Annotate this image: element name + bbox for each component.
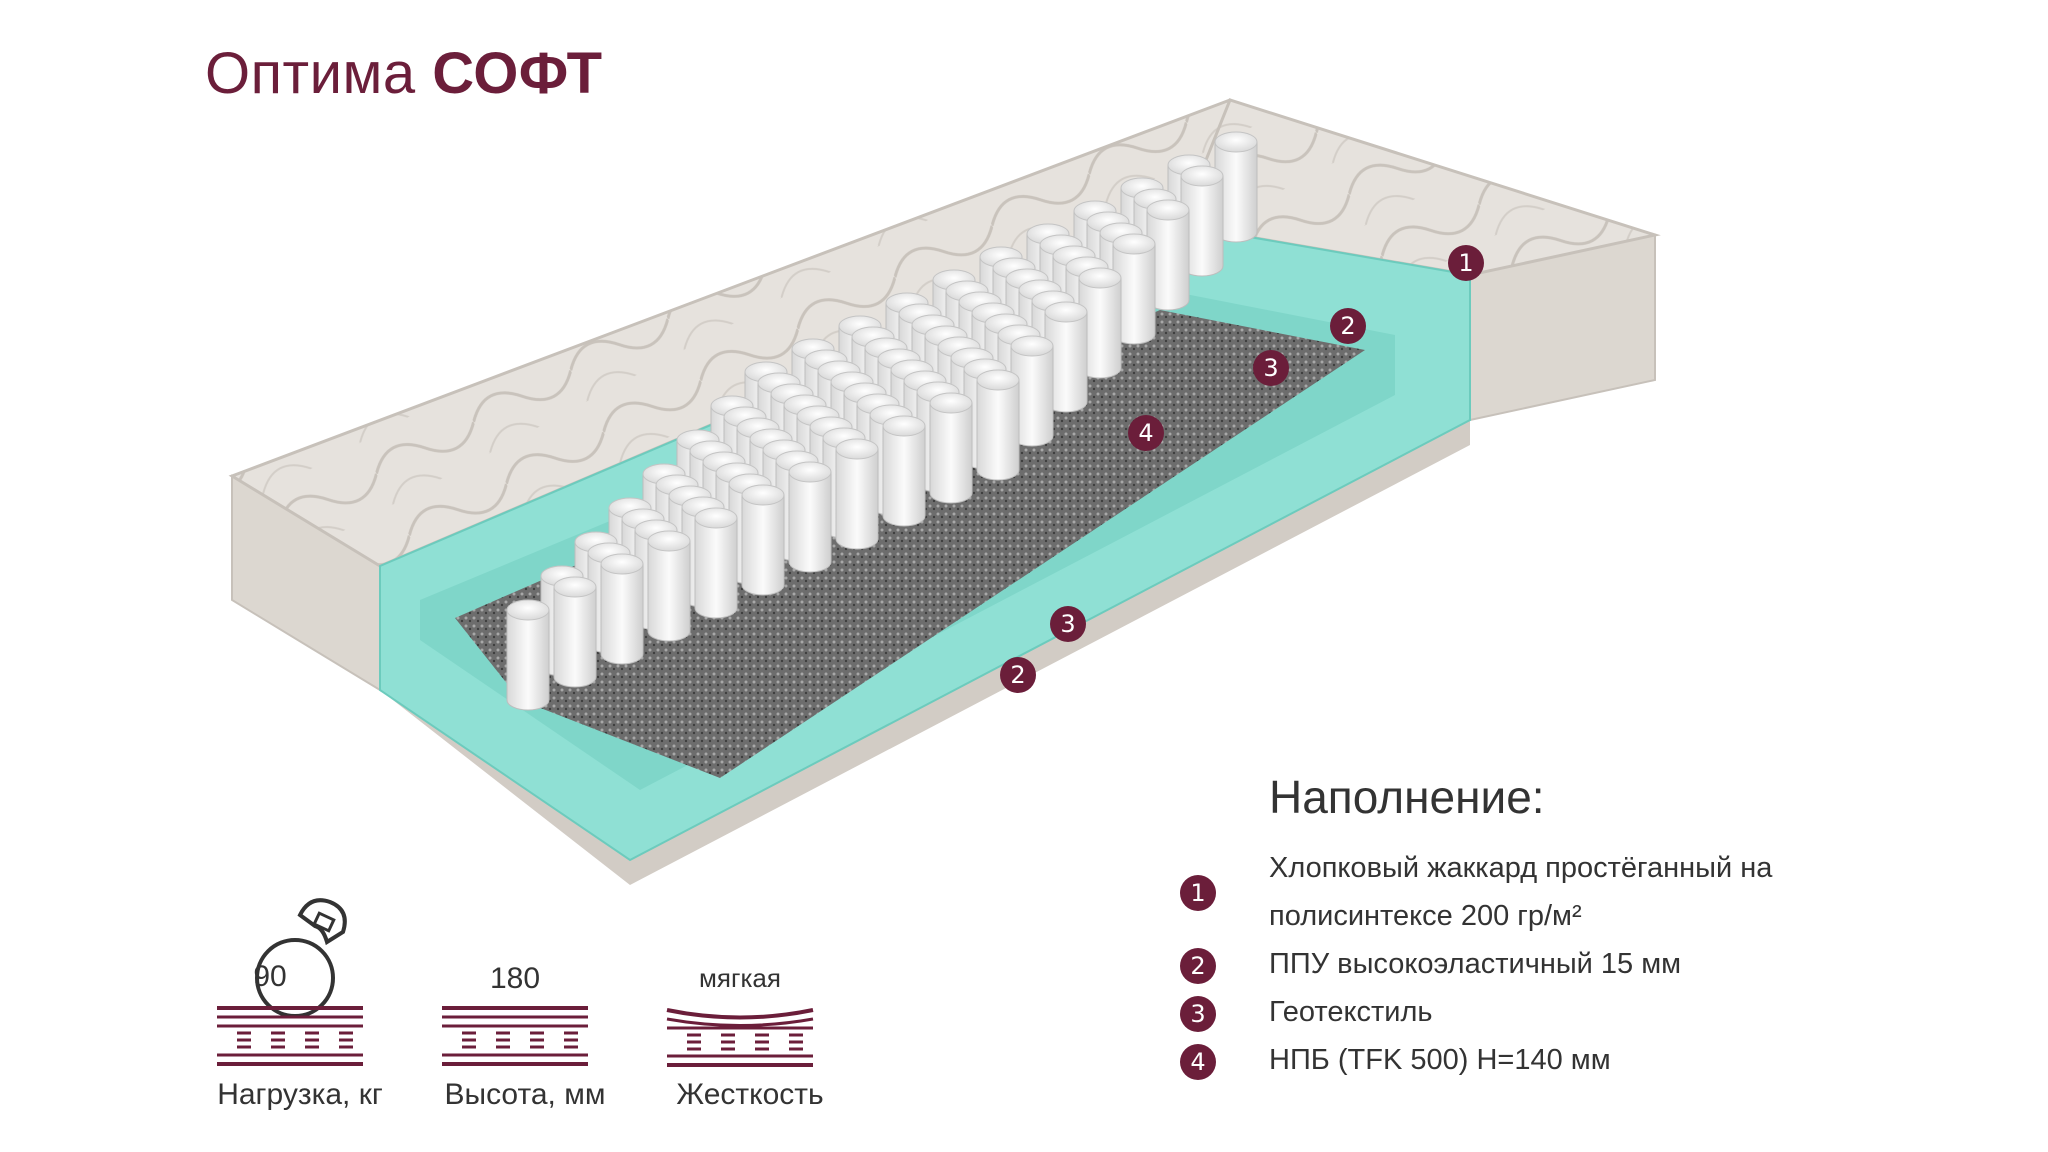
filling-item-4-line-1: НПБ (TFK 500) H=140 мм	[1269, 1044, 1611, 1076]
pocket-spring	[1146, 199, 1190, 311]
marker-3-top: 3	[1253, 350, 1289, 386]
filling-marker-1: 1	[1180, 875, 1216, 911]
page-title: Оптима СОФТ	[205, 40, 603, 107]
title-bold: СОФТ	[432, 41, 603, 106]
pocket-spring	[976, 369, 1020, 481]
marker-2-bottom: 2	[1000, 657, 1036, 693]
filling-item-1-line-1: Хлопковый жаккард простёганный на	[1269, 852, 1773, 884]
marker-1-top: 1	[1448, 245, 1484, 281]
kettlebell-icon	[217, 898, 363, 1066]
pocket-spring	[1078, 267, 1122, 379]
marker-3-bottom: 3	[1050, 606, 1086, 642]
filling-item-1-line-2: полисинтексе 200 гр/м²	[1269, 900, 1582, 932]
soft-layer-icon	[666, 1008, 814, 1067]
filling-item-4: 4 НПБ (TFK 500) H=140 мм	[1180, 1036, 1880, 1084]
title-light: Оптима	[205, 41, 416, 106]
pocket-springs	[506, 131, 1258, 711]
filling-marker-2: 2	[1180, 948, 1216, 984]
pocket-spring	[694, 507, 738, 619]
pocket-spring	[600, 553, 644, 665]
pocket-spring	[788, 461, 832, 573]
pocket-spring	[553, 576, 597, 688]
filling-marker-4: 4	[1180, 1044, 1216, 1080]
pocket-spring	[741, 484, 785, 596]
spec-firmness-value: мягкая	[699, 963, 781, 993]
filling-marker-3: 3	[1180, 996, 1216, 1032]
pocket-spring	[1180, 165, 1224, 277]
spec-load-label: Нагрузка, кг	[217, 1078, 383, 1111]
spec-height-value: 180	[489, 962, 541, 995]
pocket-spring	[835, 438, 879, 550]
marker-4: 4	[1128, 415, 1164, 451]
spring-layer-icon	[442, 1006, 588, 1066]
filling-heading: Наполнение:	[1269, 771, 1545, 823]
filling-item-3: 3 Геотекстиль	[1180, 988, 1880, 1036]
pocket-spring	[647, 530, 691, 642]
spec-load-value: 90	[253, 960, 287, 993]
pocket-spring	[1214, 131, 1258, 243]
marker-2-top: 2	[1330, 308, 1366, 344]
filling-item-2: 2 ППУ высокоэластичный 15 мм	[1180, 940, 1880, 988]
pocket-spring	[882, 415, 926, 527]
filling-item-1: 1 Хлопковый жаккард простёганный на поли…	[1180, 844, 1880, 940]
spec-height-label: Высота, мм	[444, 1078, 606, 1111]
spec-firmness-label: Жесткость	[676, 1078, 824, 1111]
filling-legend: Наполнение: 1 Хлопковый жаккард простёга…	[1180, 770, 1880, 1084]
filling-item-3-line-1: Геотекстиль	[1269, 996, 1433, 1028]
pocket-spring	[929, 392, 973, 504]
pocket-spring	[506, 599, 550, 711]
filling-item-2-line-1: ППУ высокоэластичный 15 мм	[1269, 948, 1682, 980]
